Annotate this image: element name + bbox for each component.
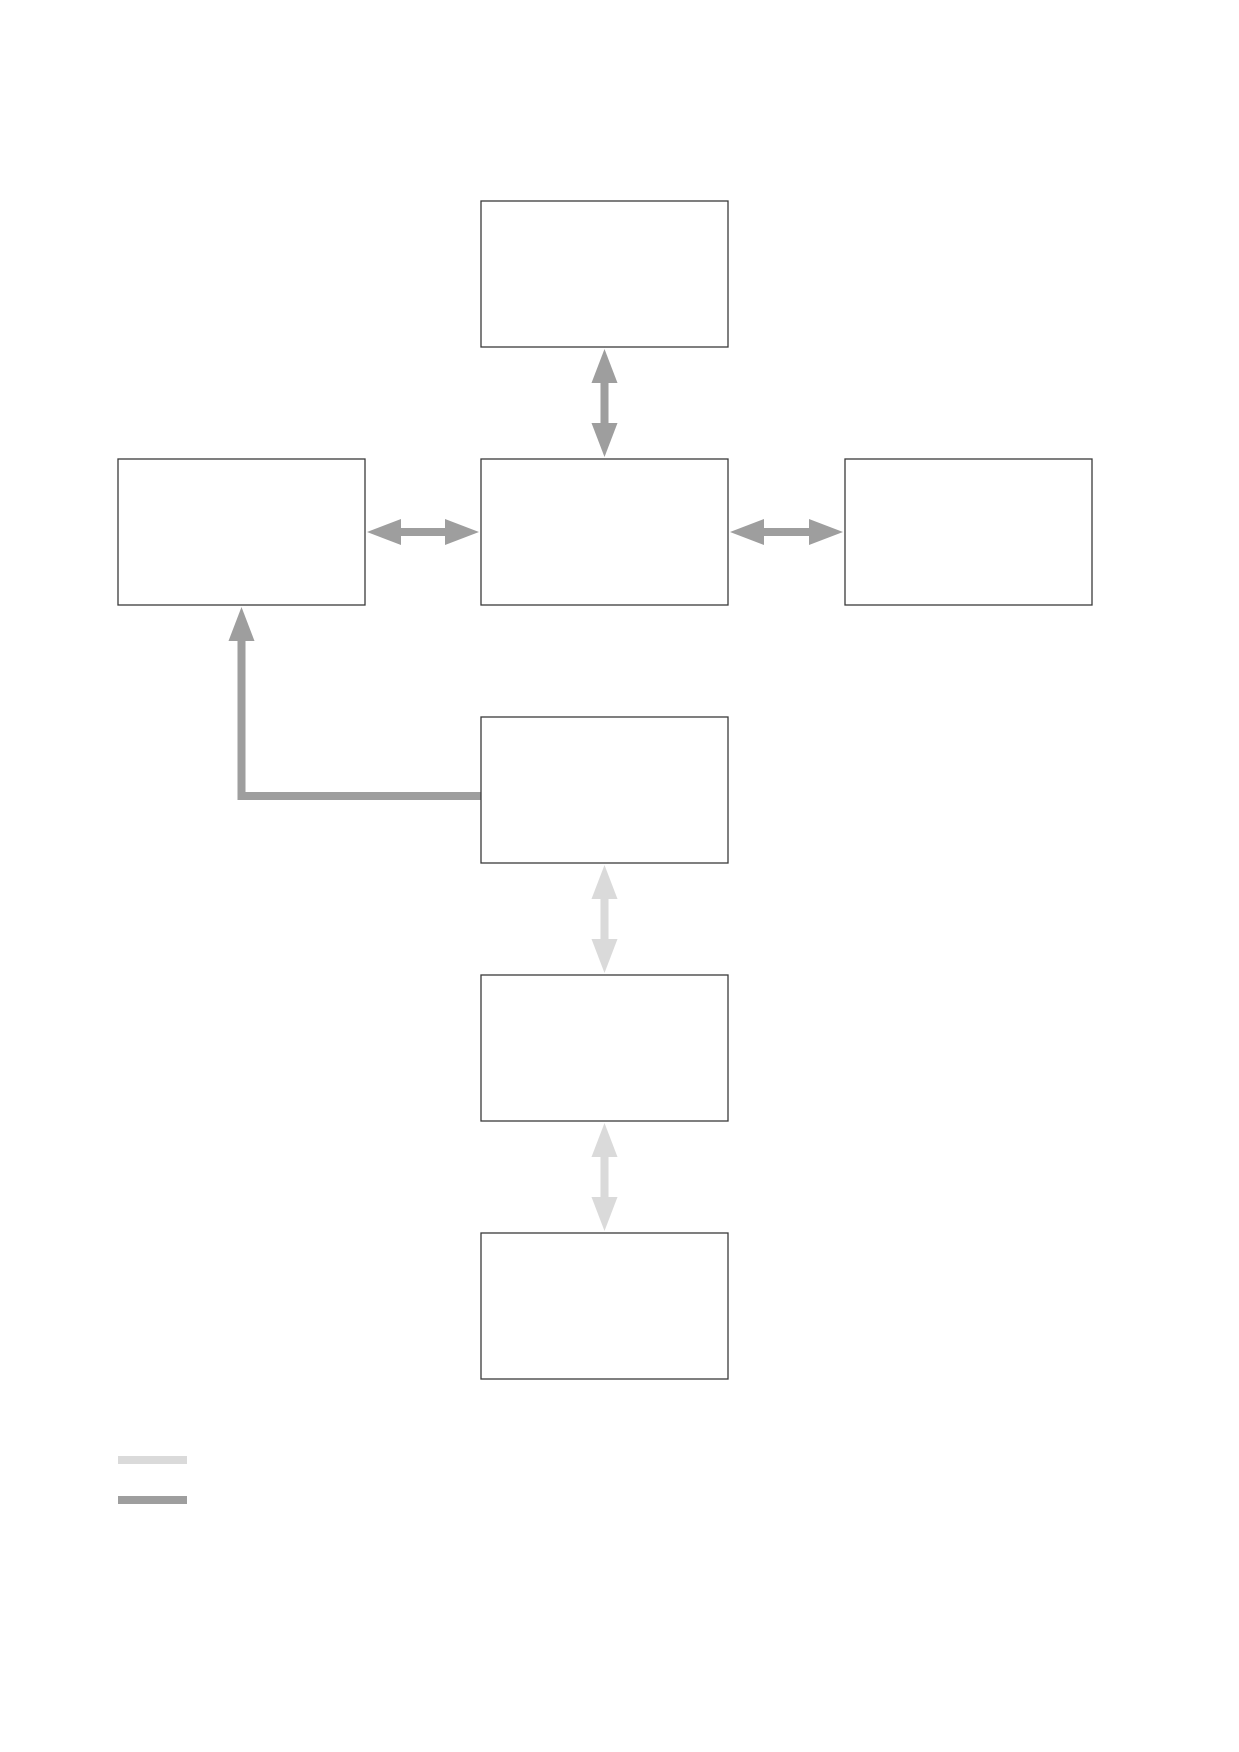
node-box-bottom [480,1232,729,1380]
node-box-right [844,458,1093,606]
connector-middle-lower-left-head-end [228,607,255,641]
node-box-left [117,458,366,606]
node-middle-lower [480,716,729,864]
node-box-middle-lower [480,716,729,864]
connector-middle-lower-left-shaft [237,639,481,800]
legend [118,1456,187,1504]
node-box-top [480,200,729,348]
connector-left-center-head-end [445,519,479,545]
connector-center-right-head-start [730,519,764,545]
connector-middle-lower-lower-head-start [591,865,618,899]
connector-middle-lower-lower [591,865,618,973]
connector-top-center [591,349,618,457]
connector-top-center-head-start [591,349,618,383]
connector-middle-lower-left [228,607,481,800]
connector-left-center-head-start [367,519,401,545]
connector-center-right-head-end [809,519,843,545]
node-lower [480,974,729,1122]
node-left [117,458,366,606]
node-right [844,458,1093,606]
connector-center-right [730,519,843,545]
connector-top-center-head-end [591,423,618,457]
node-box-lower [480,974,729,1122]
node-bottom [480,1232,729,1380]
connector-left-center [367,519,479,545]
connections-layer [228,349,843,1231]
connector-lower-bottom [591,1123,618,1231]
connector-lower-bottom-head-end [591,1197,618,1231]
node-top [480,200,729,348]
nodes-layer [117,200,1093,1380]
connector-middle-lower-lower-head-end [591,939,618,973]
connector-lower-bottom-head-start [591,1123,618,1157]
node-center [480,458,729,606]
node-box-center [480,458,729,606]
